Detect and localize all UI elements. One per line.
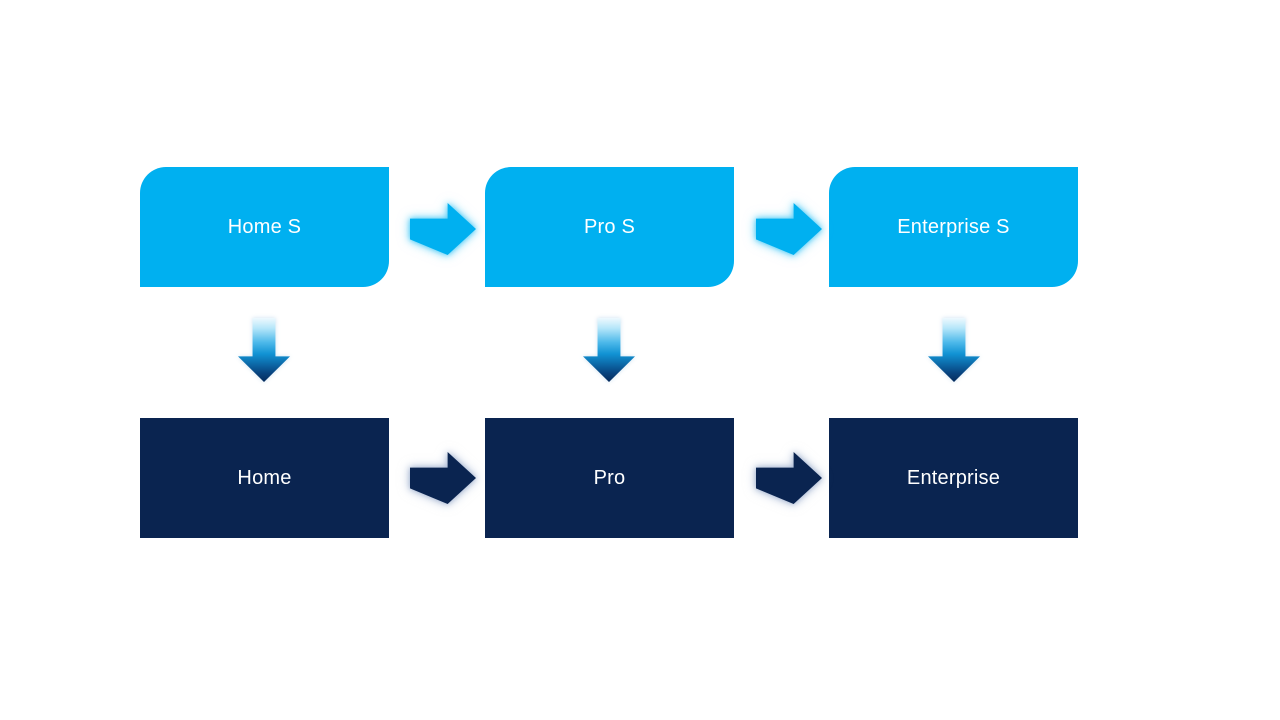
- box-enterprise: Enterprise: [829, 418, 1078, 538]
- box-pro: Pro: [485, 418, 734, 538]
- box-enterprise-s: Enterprise S: [829, 167, 1078, 287]
- right-arrow-icon: [756, 452, 822, 504]
- box-label: Enterprise: [906, 466, 1001, 489]
- box-pro-s: Pro S: [485, 167, 734, 287]
- right-arrow-icon: [410, 203, 476, 255]
- box-home: Home: [140, 418, 389, 538]
- down-arrow-shape: [583, 318, 635, 382]
- box-home-s: Home S: [140, 167, 389, 287]
- box-label: Pro S: [583, 215, 636, 238]
- down-arrow-icon: [583, 318, 635, 382]
- down-arrow-shape: [928, 318, 980, 382]
- down-arrow-shape: [238, 318, 290, 382]
- box-label: Home: [237, 466, 292, 489]
- right-arrow-icon: [756, 203, 822, 255]
- box-label: Enterprise S: [897, 215, 1010, 238]
- down-arrow-icon: [928, 318, 980, 382]
- right-arrow-icon: [410, 452, 476, 504]
- right-arrow-shape: [410, 452, 476, 504]
- box-label: Home S: [227, 215, 302, 238]
- box-label: Pro: [593, 466, 626, 489]
- down-arrow-icon: [238, 318, 290, 382]
- right-arrow-shape: [756, 452, 822, 504]
- right-arrow-shape: [410, 203, 476, 255]
- right-arrow-shape: [756, 203, 822, 255]
